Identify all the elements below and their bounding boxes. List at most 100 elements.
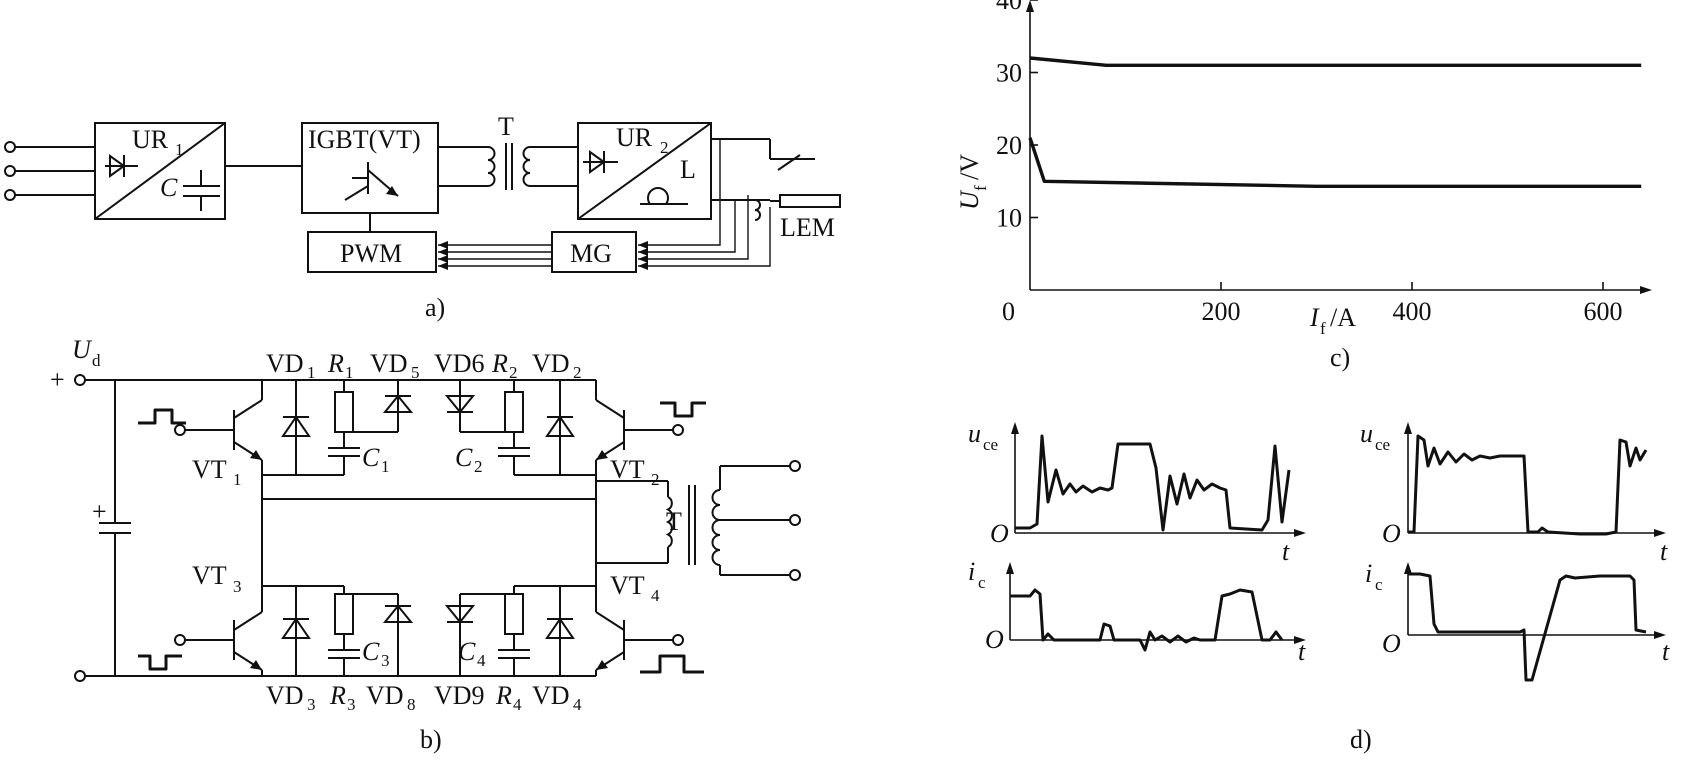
igbt-label: IGBT(VT) — [308, 125, 421, 154]
series-line-2 — [1029, 56, 1642, 67]
svg-text:1: 1 — [175, 140, 184, 159]
inductor-icon — [640, 187, 688, 205]
svg-text:u: u — [1360, 419, 1373, 448]
gate-pulse-icon — [138, 654, 182, 671]
resistor-r3-icon — [334, 593, 354, 635]
lem-sensor-block — [779, 194, 841, 208]
resistor-r2-icon — [504, 391, 524, 433]
c1-label: C — [362, 443, 380, 472]
series-line-3 — [1028, 137, 1642, 188]
lem-label: LEM — [780, 213, 835, 242]
transformer-icon — [487, 146, 496, 187]
svg-text:O: O — [1382, 519, 1401, 548]
diode-vd2-icon — [545, 415, 575, 437]
feedback-arrows-to-mg — [638, 139, 771, 270]
x-tick-label: 0 — [1002, 297, 1015, 326]
svg-text:2: 2 — [573, 363, 582, 382]
vd2-label: VD — [532, 349, 570, 378]
output-terminal — [789, 569, 801, 581]
svg-text:t: t — [1298, 637, 1306, 666]
vd3-label: VD — [266, 681, 304, 710]
diode-vd6-icon — [444, 395, 476, 414]
characteristic-curves — [1028, 56, 1642, 188]
pwm-label: PWM — [340, 239, 402, 268]
x-tick-label: 200 — [1202, 297, 1241, 326]
gate-pulse-icon — [660, 401, 706, 418]
caption-d: d) — [1350, 725, 1372, 754]
resistor-r1-icon — [334, 391, 354, 433]
transformer-icon — [665, 496, 673, 548]
y-tick-label: 30 — [996, 59, 1022, 88]
transistor-vt1 — [138, 380, 263, 461]
pwm-block — [307, 231, 437, 273]
transistor-vt3 — [138, 586, 263, 676]
transistor-vt4 — [595, 586, 704, 676]
svg-text:3: 3 — [381, 651, 390, 670]
gate-pulse-icon — [138, 408, 186, 425]
snubber-upper-left — [262, 379, 414, 476]
vd9-label: VD9 — [434, 681, 485, 710]
vt4-label: VT — [610, 571, 645, 600]
y-tick-label: 10 — [996, 204, 1022, 233]
input-terminal — [4, 141, 16, 153]
svg-text:ce: ce — [1375, 435, 1390, 454]
diode-icon — [589, 150, 606, 174]
transformer-t-label: T — [498, 112, 514, 141]
y-tick-label: 40 — [996, 0, 1022, 15]
svg-text:c: c — [1375, 575, 1383, 594]
r2-label: R — [491, 349, 508, 378]
c2-label: C — [455, 443, 473, 472]
panel-c-chart: 10203040500200400600 U f /V I f /A c) — [955, 0, 1652, 372]
tick-marks: 10203040500200400600 — [996, 0, 1623, 326]
feedback-arrows-mg-to-pwm — [438, 241, 552, 270]
snubber-lower-right — [444, 585, 596, 676]
ic-label: i — [968, 557, 975, 586]
svg-text:O: O — [1382, 629, 1401, 658]
ur1-label: UR — [132, 125, 169, 154]
x-tick-label: 400 — [1393, 297, 1432, 326]
svg-text:3: 3 — [347, 695, 356, 714]
dc-plus-terminal — [74, 374, 86, 386]
ur2-label: UR — [616, 123, 653, 152]
diode-icon — [109, 154, 126, 178]
panel-b-inverter-circuit: U d + + T — [50, 335, 801, 754]
gate-pulse-icon — [640, 654, 704, 674]
snubber-lower-left — [262, 585, 414, 676]
svg-text:/V: /V — [955, 154, 984, 180]
svg-text:c: c — [978, 573, 986, 592]
transformer-t-label-b: T — [666, 507, 682, 536]
svg-text:4: 4 — [651, 586, 660, 605]
svg-text:4: 4 — [477, 651, 486, 670]
r4-label: R — [495, 681, 512, 710]
vd8-label: VD — [366, 681, 404, 710]
dc-minus-terminal — [74, 670, 86, 682]
vt2-label: VT — [610, 455, 645, 484]
svg-text:f: f — [971, 185, 990, 191]
svg-text:1: 1 — [381, 457, 390, 476]
plus-sign: + — [50, 365, 65, 394]
uce-label: u — [968, 419, 981, 448]
waveform-ic-left: i c O t — [968, 557, 1306, 666]
t-label: t — [1282, 537, 1290, 566]
resistor-r4-icon — [504, 593, 524, 635]
r3-label: R — [329, 681, 346, 710]
svg-text:1: 1 — [233, 470, 242, 489]
svg-text:d: d — [92, 351, 101, 370]
svg-text:2: 2 — [474, 457, 483, 476]
svg-text:5: 5 — [411, 363, 420, 382]
mg-label: MG — [570, 239, 612, 268]
svg-text:4: 4 — [573, 695, 582, 714]
svg-text:t: t — [1660, 537, 1668, 566]
x-tick-label: 600 — [1584, 297, 1623, 326]
x-axis-label: I — [1309, 303, 1320, 332]
output-terminal — [789, 514, 801, 526]
svg-text:O: O — [985, 625, 1004, 654]
svg-text:2: 2 — [660, 138, 669, 157]
waveform-uce-left: u ce O t — [968, 419, 1306, 566]
svg-text:3: 3 — [233, 577, 242, 596]
c4-label: C — [458, 637, 476, 666]
vt1-label: VT — [192, 455, 227, 484]
svg-text:+: + — [92, 497, 107, 526]
caption-b: b) — [420, 725, 442, 754]
